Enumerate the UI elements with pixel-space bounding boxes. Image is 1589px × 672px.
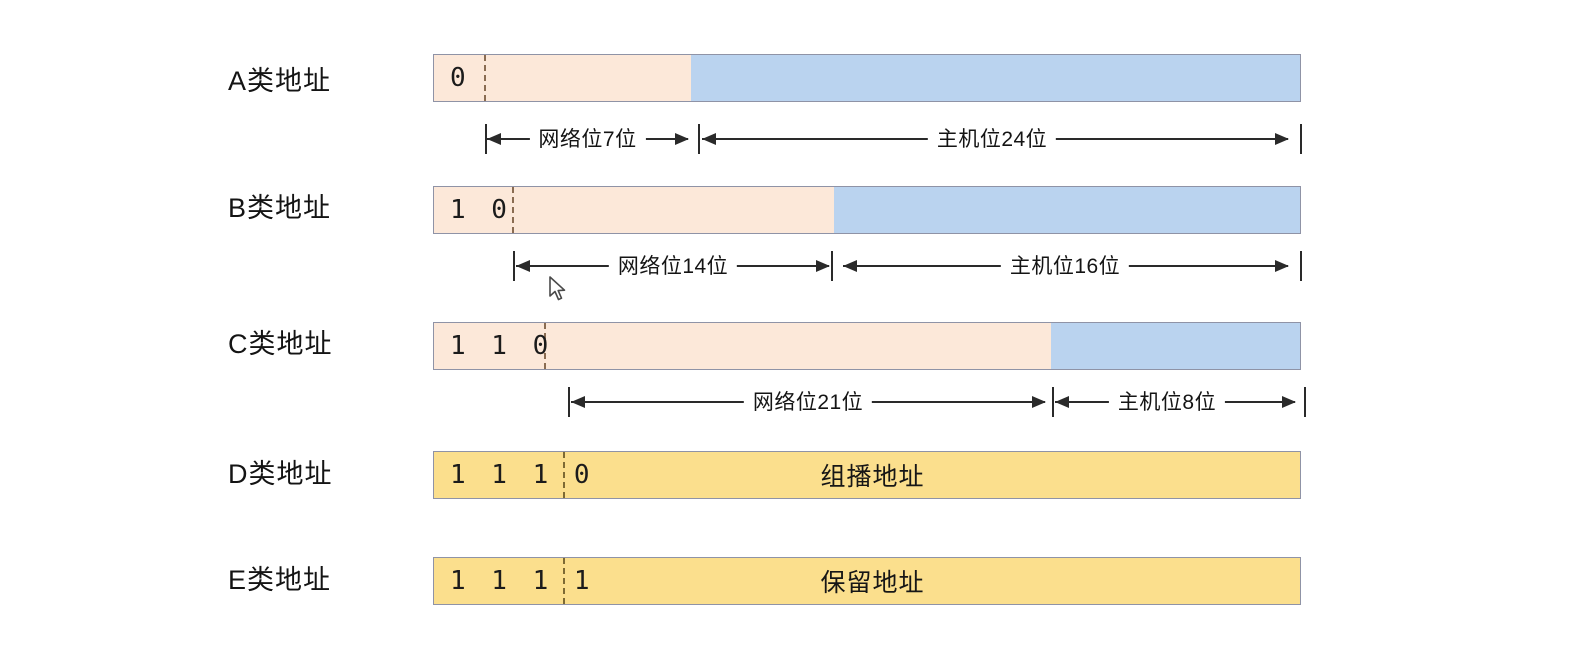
dimension-label-network-class-c: 网络位21位: [743, 391, 873, 413]
dimension-host-class-c: 主机位8位: [1052, 385, 1306, 419]
dimension-network-class-a: 网络位7位: [485, 122, 690, 156]
row-label-class-a: A类地址: [228, 66, 332, 96]
segment-network-class-c: 1 1 0: [434, 323, 1051, 369]
bar-class-e: 1 1 1 1 保留地址: [433, 557, 1301, 605]
bit-prefix-class-d: 1 1 1 0: [434, 452, 590, 498]
dimension-host-class-a: 主机位24位: [698, 122, 1302, 156]
bit-prefix-label-class-e: 1 1 1 1: [450, 566, 595, 596]
dimension-label-host-class-b: 主机位16位: [1000, 255, 1130, 277]
bit-prefix-class-e: 1 1 1 1: [434, 558, 590, 604]
segment-host-class-b: [834, 187, 1300, 233]
bit-prefix-label-class-c: 1 1 0: [450, 331, 554, 361]
bar-class-d: 1 1 1 0 组播地址: [433, 451, 1301, 499]
row-label-class-c: C类地址: [228, 329, 333, 359]
row-label-class-e: E类地址: [228, 565, 332, 595]
segment-network-class-a: 0: [434, 55, 691, 101]
dimension-network-class-c: 网络位21位: [568, 385, 1048, 419]
bit-prefix-class-b: 1 0: [434, 187, 514, 233]
segment-network-class-b: 1 0: [434, 187, 834, 233]
dimension-network-class-b: 网络位14位: [513, 249, 833, 283]
segment-host-class-a: [691, 55, 1300, 101]
segment-caption-special-class-e: 保留地址: [820, 569, 925, 597]
segment-caption-special-class-d: 组播地址: [820, 463, 925, 491]
bit-prefix-class-c: 1 1 0: [434, 323, 548, 369]
segment-special-class-d: 1 1 1 0 组播地址: [434, 452, 1300, 498]
dimension-label-host-class-c: 主机位8位: [1108, 391, 1226, 413]
bar-class-b: 1 0: [433, 186, 1301, 234]
row-label-class-b: B类地址: [228, 193, 332, 223]
bit-prefix-label-class-d: 1 1 1 0: [450, 460, 595, 490]
bit-prefix-label-class-b: 1 0: [450, 195, 512, 225]
bit-prefix-class-a: 0: [434, 55, 486, 101]
bar-class-c: 1 1 0: [433, 322, 1301, 370]
dimension-label-host-class-a: 主机位24位: [927, 128, 1057, 150]
bit-prefix-label-class-a: 0: [450, 63, 471, 93]
dimension-host-class-b: 主机位16位: [840, 249, 1302, 283]
segment-special-class-e: 1 1 1 1 保留地址: [434, 558, 1300, 604]
row-label-class-d: D类地址: [228, 459, 333, 489]
mouse-cursor-icon: [549, 276, 566, 301]
dimension-label-network-class-b: 网络位14位: [608, 255, 738, 277]
dimension-label-network-class-a: 网络位7位: [529, 128, 646, 150]
bar-class-a: 0: [433, 54, 1301, 102]
segment-host-class-c: [1051, 323, 1300, 369]
